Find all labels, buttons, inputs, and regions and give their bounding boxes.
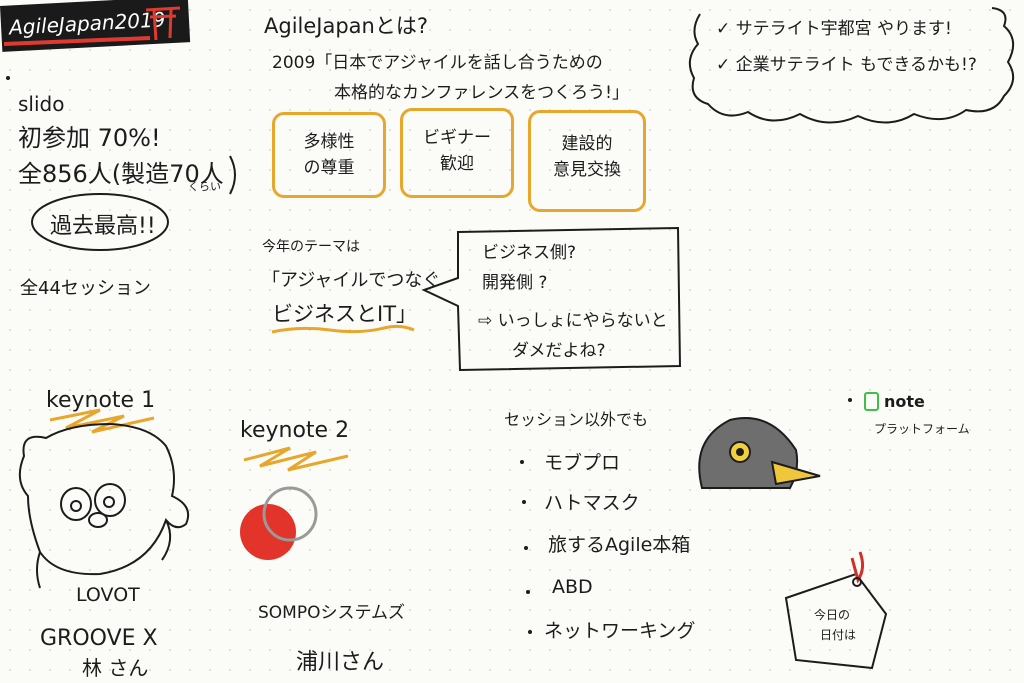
total-attendees-stat: 全856人(製造70人 (18, 160, 224, 188)
tag-line2: 日付は (820, 628, 857, 642)
theme-underline (271, 324, 415, 334)
keynote1-label: keynote 1 (46, 388, 156, 413)
record-oval (31, 193, 169, 251)
thought-cloud (688, 7, 1015, 124)
value-box-line: の尊重 (303, 158, 355, 178)
speech-line4: ダメだよね? (512, 341, 606, 361)
theme-line1: 「アジャイルでつなぐ (262, 270, 441, 291)
date-tag-icon (784, 551, 888, 670)
note-sub: プラットフォーム (874, 422, 970, 436)
keynote1-underline (49, 408, 155, 434)
speech-line2: 開発側 ? (482, 273, 548, 293)
keynote2-underline (243, 446, 349, 472)
value-box-line: ビギナー (423, 128, 491, 148)
lovot-label: LOVOT (76, 584, 140, 606)
sessions-count: 全44セッション (20, 278, 151, 299)
session-item: ネットワーキング (544, 620, 696, 642)
sessions-heading: セッション以外でも (504, 410, 649, 429)
torii-icon (145, 6, 181, 41)
first-time-stat: 初参加 70%! (18, 124, 161, 152)
pigeon-icon (698, 417, 821, 489)
approx-label: くらい (188, 180, 221, 193)
speech-line3: ⇨ いっしょにやらないと (478, 311, 668, 331)
keynote2-speaker: 浦川さん (296, 650, 385, 675)
value-box-line: 多様性 (303, 132, 355, 152)
cloud-line2: ✓ 企業サテライト もできるかも!? (716, 55, 977, 75)
session-bullets (520, 460, 532, 634)
session-item: モブプロ (544, 452, 621, 474)
keynote1-speaker: 林 さん (82, 656, 149, 680)
note-icon (864, 392, 879, 411)
paren-close (229, 155, 236, 195)
value-box-line: 歓迎 (440, 154, 474, 174)
keynote2-label: keynote 2 (240, 418, 350, 443)
about-line1: 2009「日本でアジャイルを話し合うための (272, 53, 603, 73)
theme-line2: ビジネスとIT」 (272, 302, 418, 326)
value-box-line: 意見交換 (553, 160, 621, 180)
speech-bubble (421, 226, 682, 372)
tag-line1: 今日の (814, 608, 851, 622)
session-item: ハトマスク (544, 492, 640, 514)
speech-line1: ビジネス側? (482, 243, 577, 263)
record-label: 過去最高!! (50, 214, 156, 239)
banner-underline (3, 36, 151, 46)
value-box-diversity: 多様性 の尊重 (272, 112, 386, 198)
about-heading: AgileJapanとは? (264, 14, 429, 38)
theme-intro: 今年のテーマは (262, 239, 360, 255)
red-ball-icon (240, 486, 318, 560)
lovot-robot-icon (18, 422, 190, 589)
slido-label: slido (18, 92, 65, 116)
value-box-line: 建設的 (561, 134, 613, 154)
session-item: 旅するAgile本箱 (548, 534, 691, 556)
about-line2: 本格的なカンファレンスをつくろう!」 (334, 83, 629, 103)
keynote1-company: GROOVE X (40, 626, 158, 651)
cloud-line1: ✓ サテライト宇都宮 やります! (716, 19, 952, 39)
keynote2-company: SOMPOシステムズ (258, 603, 405, 623)
note-label: note (884, 392, 925, 411)
value-box-beginner: ビギナー 歓迎 (400, 108, 514, 198)
session-item: ABD (552, 576, 593, 598)
value-box-constructive: 建設的 意見交換 (528, 110, 646, 212)
